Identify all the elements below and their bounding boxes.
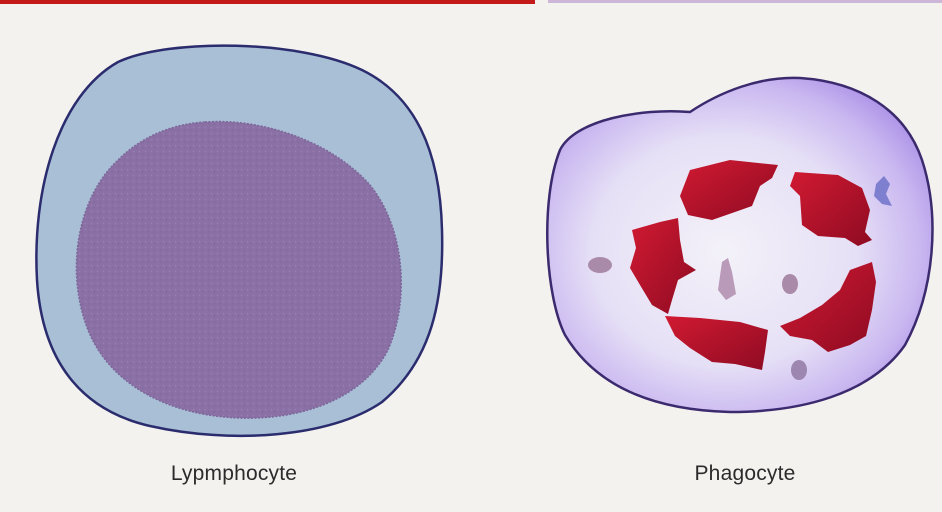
lymphocyte-cell: [36, 46, 442, 436]
top-strip: [0, 0, 942, 4]
inclusion: [782, 274, 798, 294]
phagocyte-cell: [547, 78, 932, 412]
top-strip-right: [548, 0, 942, 3]
top-strip-left: [0, 0, 535, 4]
phagocyte-label: Phagocyte: [694, 462, 795, 486]
inclusion: [791, 360, 807, 380]
lymphocyte-label: Lypmphocyte: [171, 462, 297, 486]
inclusion: [588, 257, 612, 273]
